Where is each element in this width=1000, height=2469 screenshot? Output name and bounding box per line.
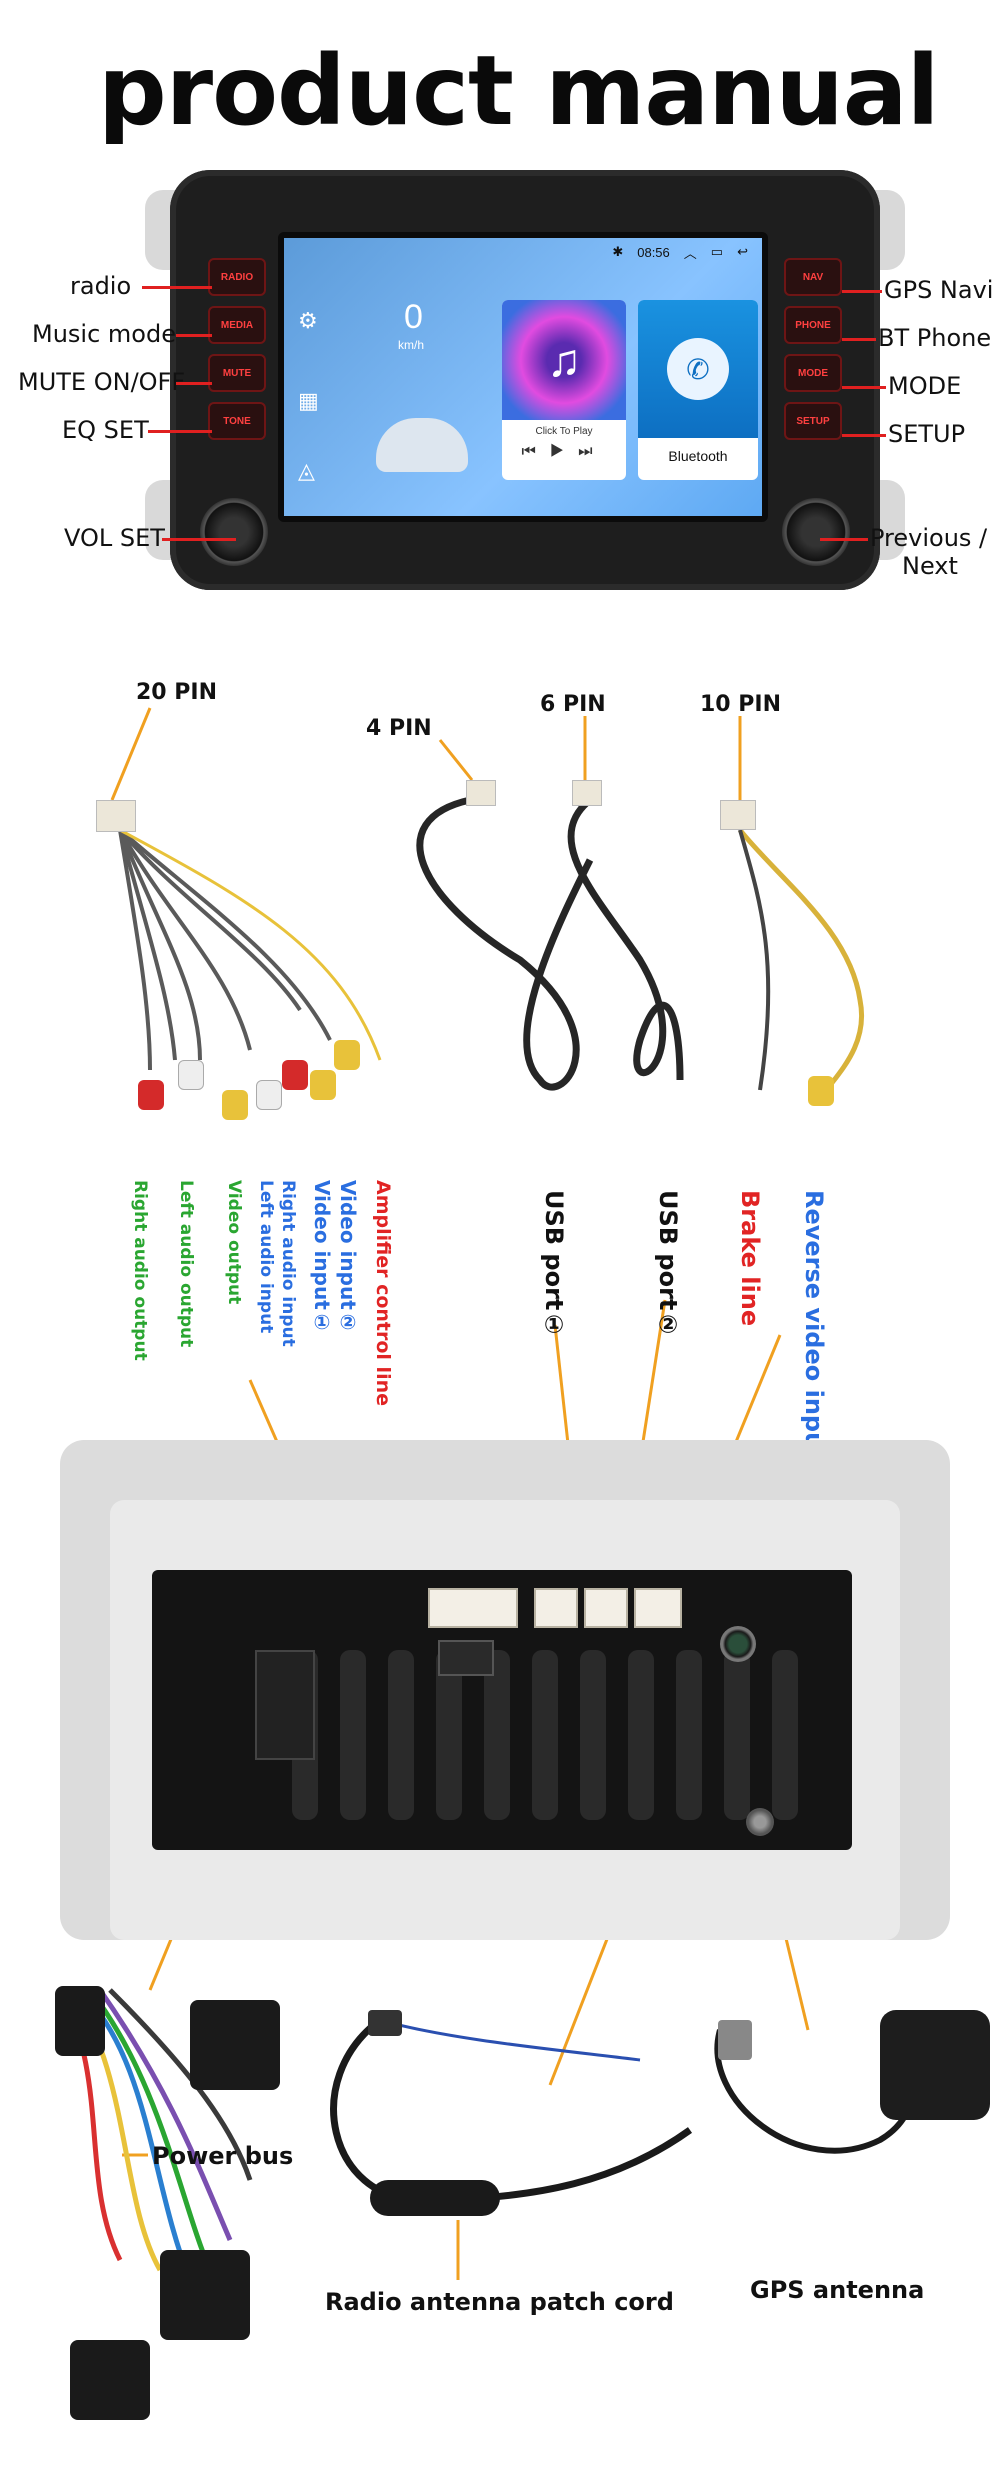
power-socket xyxy=(255,1650,315,1760)
label-mute: MUTE ON/OFF xyxy=(18,368,186,396)
rca-yellow-2 xyxy=(310,1070,336,1100)
label-setup: SETUP xyxy=(888,420,966,448)
bluetooth-card-label: Bluetooth xyxy=(668,448,728,464)
nav-button[interactable]: NAV xyxy=(784,258,842,296)
bluetooth-card[interactable]: ✆ Bluetooth xyxy=(638,300,758,480)
pin-20-label: 20 PIN xyxy=(136,680,217,705)
rca-reverse-yellow xyxy=(808,1076,834,1106)
20-pin-connector xyxy=(96,800,136,832)
bluetooth-status-icon: ✱ xyxy=(612,244,624,259)
label-gps-antenna: GPS antenna xyxy=(750,2276,925,2304)
media-button[interactable]: MEDIA xyxy=(208,306,266,344)
phone-button[interactable]: PHONE xyxy=(784,306,842,344)
phone-icon: ✆ xyxy=(667,338,729,400)
label-next: Next xyxy=(902,552,958,580)
label-gps-navi: GPS Navi xyxy=(884,276,994,304)
label-video-input-2: Video input② xyxy=(336,1180,360,1334)
10-pin-socket xyxy=(634,1588,682,1628)
rca-yellow-3 xyxy=(334,1040,360,1070)
rca-yellow-1 xyxy=(222,1090,248,1120)
radio-antenna-plug xyxy=(368,2010,402,2036)
recent-apps-icon[interactable]: ▭ xyxy=(710,244,724,259)
label-usb-port-1: USB port① xyxy=(540,1190,568,1339)
rca-red-1 xyxy=(138,1080,164,1110)
settings-icon[interactable]: ⚙ xyxy=(298,308,318,333)
head-unit-screen: ✱ 08:56 ︿ ▭ ↩ ⚙ ▦ ◬ 0 km/h ♫ Click To Pl… xyxy=(278,232,768,522)
music-card-label: Click To Play xyxy=(535,426,593,437)
signal-icon: ︿ xyxy=(683,245,697,261)
rca-white-1 xyxy=(178,1060,204,1090)
rca-red-2 xyxy=(282,1060,308,1090)
status-time: 08:56 xyxy=(637,244,670,260)
power-bus-module xyxy=(70,2340,150,2420)
rca-white-2 xyxy=(256,1080,282,1110)
setup-button[interactable]: SETUP xyxy=(784,402,842,440)
label-usb-port-2: USB port② xyxy=(654,1190,682,1339)
label-reverse-video-input: Reverse video input xyxy=(800,1190,828,1461)
label-left-audio-input: Left audio input xyxy=(256,1180,276,1334)
car-image xyxy=(376,418,468,472)
20-pin-socket xyxy=(428,1588,518,1628)
status-bar: ✱ 08:56 ︿ ▭ ↩ xyxy=(284,238,762,266)
label-right-audio-input: Right audio input xyxy=(278,1180,298,1347)
label-left-audio-output: Left audio output xyxy=(176,1180,196,1348)
6-pin-socket xyxy=(584,1588,628,1628)
power-bus-connector-bottom xyxy=(160,2250,250,2340)
back-icon[interactable]: ↩ xyxy=(737,244,748,259)
gps-antenna-port xyxy=(746,1808,774,1836)
10-pin-connector xyxy=(720,800,756,830)
volume-knob[interactable] xyxy=(200,498,268,566)
radio-button[interactable]: RADIO xyxy=(208,258,266,296)
power-bus-connector-right xyxy=(190,2000,280,2090)
label-radio-antenna: Radio antenna patch cord xyxy=(325,2288,674,2316)
tone-button[interactable]: TONE xyxy=(208,402,266,440)
label-amplifier-control-line: Amplifier control line xyxy=(372,1180,394,1406)
label-bt-phone: BT Phone xyxy=(878,324,992,352)
label-radio: radio xyxy=(70,272,132,300)
speed-unit: km/h xyxy=(398,338,425,352)
label-eq-set: EQ SET xyxy=(62,416,149,444)
mode-button[interactable]: MODE xyxy=(784,354,842,392)
pin-10-label: 10 PIN xyxy=(700,692,781,717)
label-vol-set: VOL SET xyxy=(64,524,165,552)
pin-4-label: 4 PIN xyxy=(366,716,432,741)
playback-controls[interactable]: ⏮▶⏭ xyxy=(521,443,607,460)
label-brake-line: Brake line xyxy=(736,1190,764,1327)
6-pin-connector xyxy=(572,780,602,806)
pin-6-label: 6 PIN xyxy=(540,692,606,717)
aux-socket xyxy=(438,1640,494,1676)
gps-antenna-plug xyxy=(718,2020,752,2060)
navigation-icon[interactable]: ◬ xyxy=(298,458,315,483)
mute-button[interactable]: MUTE xyxy=(208,354,266,392)
radio-antenna-amplifier xyxy=(370,2180,500,2216)
4-pin-connector xyxy=(466,780,496,806)
gps-antenna-puck xyxy=(880,2010,990,2120)
4-pin-socket xyxy=(534,1588,578,1628)
label-previous: Previous / xyxy=(870,524,988,552)
label-right-audio-output: Right audio output xyxy=(130,1180,150,1361)
label-video-output: Video output xyxy=(224,1180,244,1305)
music-card[interactable]: ♫ Click To Play ⏮▶⏭ xyxy=(502,300,626,480)
speed-value: 0 xyxy=(404,298,423,336)
label-video-input-1: Video input① xyxy=(310,1180,334,1334)
page-title: product manual xyxy=(98,35,939,147)
label-mode: MODE xyxy=(888,372,962,400)
power-bus-connector-top xyxy=(55,1986,105,2056)
label-music-mode: Music mode xyxy=(32,320,176,348)
music-note-icon: ♫ xyxy=(502,300,626,420)
track-knob[interactable] xyxy=(782,498,850,566)
apps-grid-icon[interactable]: ▦ xyxy=(298,388,319,413)
radio-antenna-port xyxy=(720,1626,756,1662)
label-power-bus: Power bus xyxy=(152,2142,294,2170)
